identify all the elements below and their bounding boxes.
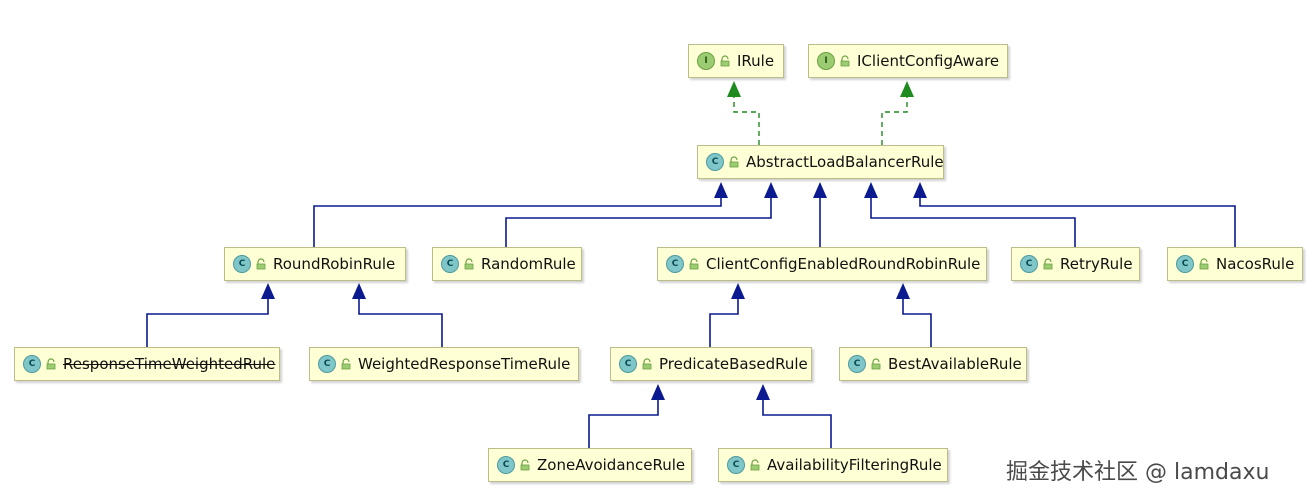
lock-icon bbox=[520, 459, 530, 471]
edge-weightedresponsetimerule-to-roundrobinrule bbox=[358, 299, 443, 347]
class-name: ResponseTimeWeightedRule bbox=[63, 355, 276, 373]
class-name: AbstractLoadBalancerRule bbox=[746, 153, 944, 171]
edge-zoneavoidancerule-to-predicatebasedrule bbox=[588, 400, 659, 448]
class-name: RoundRobinRule bbox=[273, 255, 396, 273]
lock-icon bbox=[1199, 258, 1209, 270]
arrowhead-abstractloadbalancerrule bbox=[764, 182, 778, 198]
class-name: PredicateBasedRule bbox=[659, 355, 808, 373]
lock-icon bbox=[46, 358, 56, 370]
arrowhead-predicatebasedrule bbox=[651, 384, 665, 400]
node-retryrule[interactable]: C RetryRule bbox=[1011, 247, 1140, 281]
arrowhead-clientconfigenabledroundrobinrule bbox=[731, 283, 745, 299]
node-irule[interactable]: I IRule bbox=[688, 44, 784, 78]
class-icon: C bbox=[727, 456, 745, 474]
node-randomrule[interactable]: C RandomRule bbox=[432, 247, 582, 281]
class-icon: C bbox=[848, 355, 866, 373]
watermark-text: 掘金技术社区 @ lamdaxu bbox=[1006, 460, 1270, 485]
arrowhead-predicatebasedrule bbox=[756, 384, 770, 400]
arrowhead-roundrobinrule bbox=[352, 283, 366, 299]
arrowhead-abstractloadbalancerrule bbox=[913, 182, 927, 198]
edge-responsetimeweightedrule-to-roundrobinrule bbox=[146, 299, 269, 347]
edge-layer bbox=[146, 81, 1236, 448]
class-name: BestAvailableRule bbox=[888, 355, 1022, 373]
class-name: ZoneAvoidanceRule bbox=[537, 456, 686, 474]
class-icon: C bbox=[233, 255, 251, 273]
edge-roundrobinrule-to-abstractloadbalancerrule bbox=[313, 198, 722, 247]
arrowhead-clientconfigenabledroundrobinrule bbox=[896, 283, 910, 299]
edge-nacosrule-to-abstractloadbalancerrule bbox=[919, 198, 1236, 247]
node-clientconfigenabledroundrobinrule[interactable]: C ClientConfigEnabledRoundRobinRule bbox=[657, 247, 987, 281]
node-responsetimeweightedrule[interactable]: C ResponseTimeWeightedRule bbox=[14, 347, 280, 381]
arrowhead-iclientconfigaware bbox=[900, 81, 914, 97]
node-zoneavoidancerule[interactable]: C ZoneAvoidanceRule bbox=[488, 448, 692, 482]
class-icon: C bbox=[1020, 255, 1038, 273]
arrowhead-irule bbox=[727, 81, 741, 97]
arrowhead-roundrobinrule bbox=[261, 283, 275, 299]
class-icon: C bbox=[497, 456, 515, 474]
node-abstractloadbalancerrule[interactable]: C AbstractLoadBalancerRule bbox=[697, 145, 944, 179]
lock-icon bbox=[464, 258, 474, 270]
edge-retryrule-to-abstractloadbalancerrule bbox=[870, 198, 1076, 247]
node-roundrobinrule[interactable]: C RoundRobinRule bbox=[224, 247, 406, 281]
node-availabilityfilteringrule[interactable]: C AvailabilityFilteringRule bbox=[718, 448, 948, 482]
class-name: IRule bbox=[737, 52, 775, 70]
class-icon: C bbox=[318, 355, 336, 373]
class-name: RandomRule bbox=[481, 255, 576, 273]
class-name: NacosRule bbox=[1216, 255, 1295, 273]
node-iclientconfigaware[interactable]: I IClientConfigAware bbox=[808, 44, 1008, 78]
edge-predicatebasedrule-to-clientconfigenabledroundrobinrule bbox=[709, 299, 739, 347]
class-icon: C bbox=[441, 255, 459, 273]
lock-icon bbox=[1043, 258, 1053, 270]
arrowhead-abstractloadbalancerrule bbox=[714, 182, 728, 198]
lock-icon bbox=[720, 55, 730, 67]
class-name: WeightedResponseTimeRule bbox=[358, 355, 571, 373]
arrowhead-abstractloadbalancerrule bbox=[813, 182, 827, 198]
lock-icon bbox=[840, 55, 850, 67]
edge-abstractloadbalancerrule-to-irule bbox=[733, 97, 760, 145]
node-nacosrule[interactable]: C NacosRule bbox=[1167, 247, 1303, 281]
node-weightedresponsetimerule[interactable]: C WeightedResponseTimeRule bbox=[309, 347, 579, 381]
class-name: AvailabilityFilteringRule bbox=[767, 456, 942, 474]
node-bestavailablerule[interactable]: C BestAvailableRule bbox=[839, 347, 1027, 381]
class-icon: C bbox=[1176, 255, 1194, 273]
class-icon: C bbox=[23, 355, 41, 373]
interface-icon: I bbox=[817, 52, 835, 70]
interface-icon: I bbox=[697, 52, 715, 70]
abstract-class-icon: C bbox=[706, 153, 724, 171]
lock-icon bbox=[750, 459, 760, 471]
edge-availabilityfilteringrule-to-predicatebasedrule bbox=[762, 400, 832, 448]
edge-abstractloadbalancerrule-to-iclientconfigaware bbox=[881, 97, 908, 145]
edge-randomrule-to-abstractloadbalancerrule bbox=[505, 198, 772, 247]
class-name: IClientConfigAware bbox=[857, 52, 1000, 70]
abstract-class-icon: C bbox=[619, 355, 637, 373]
class-name: RetryRule bbox=[1060, 255, 1133, 273]
lock-icon bbox=[729, 156, 739, 168]
lock-icon bbox=[689, 258, 699, 270]
class-icon: C bbox=[666, 255, 684, 273]
edge-bestavailablerule-to-clientconfigenabledroundrobinrule bbox=[902, 299, 932, 347]
node-predicatebasedrule[interactable]: C PredicateBasedRule bbox=[610, 347, 812, 381]
class-name: ClientConfigEnabledRoundRobinRule bbox=[706, 255, 981, 273]
lock-icon bbox=[871, 358, 881, 370]
lock-icon bbox=[256, 258, 266, 270]
lock-icon bbox=[341, 358, 351, 370]
arrowhead-abstractloadbalancerrule bbox=[864, 182, 878, 198]
lock-icon bbox=[642, 358, 652, 370]
